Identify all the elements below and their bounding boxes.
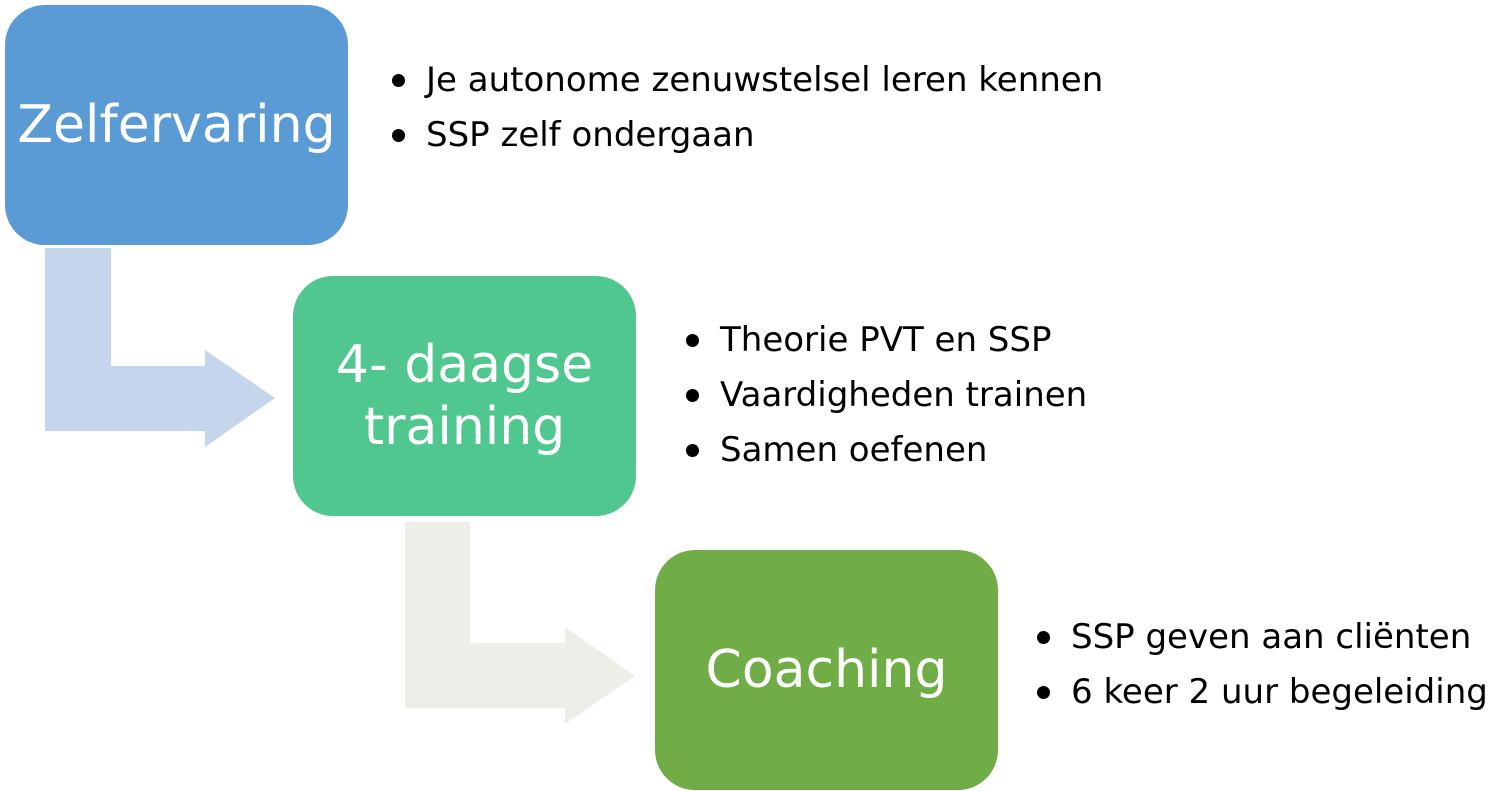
bent-arrow-2 xyxy=(405,522,635,724)
step-box-zelfervaring: Zelfervaring xyxy=(5,5,348,245)
bullet-item: Samen oefenen xyxy=(684,423,1087,478)
step-box-training: 4- daagse training xyxy=(293,276,636,516)
bullet-list-training: Theorie PVT en SSP Vaardigheden trainen … xyxy=(684,313,1087,478)
bullet-item: Vaardigheden trainen xyxy=(684,368,1087,423)
step-title: 4- daagse training xyxy=(335,335,594,457)
step-title: Coaching xyxy=(705,640,948,700)
bullet-item: 6 keer 2 uur begeleiding xyxy=(1035,665,1488,720)
step-title: Zelfervaring xyxy=(17,95,336,155)
bullet-list-zelfervaring: Je autonome zenuwstelsel leren kennen SS… xyxy=(390,53,1103,163)
bullet-item: Je autonome zenuwstelsel leren kennen xyxy=(390,53,1103,108)
bullet-item: Theorie PVT en SSP xyxy=(684,313,1087,368)
bullet-item: SSP geven aan cliënten xyxy=(1035,610,1488,665)
step-box-coaching: Coaching xyxy=(655,550,998,790)
bent-arrow-1 xyxy=(45,248,275,447)
bullet-item: SSP zelf ondergaan xyxy=(390,108,1103,163)
bullet-list-coaching: SSP geven aan cliënten 6 keer 2 uur bege… xyxy=(1035,610,1488,720)
